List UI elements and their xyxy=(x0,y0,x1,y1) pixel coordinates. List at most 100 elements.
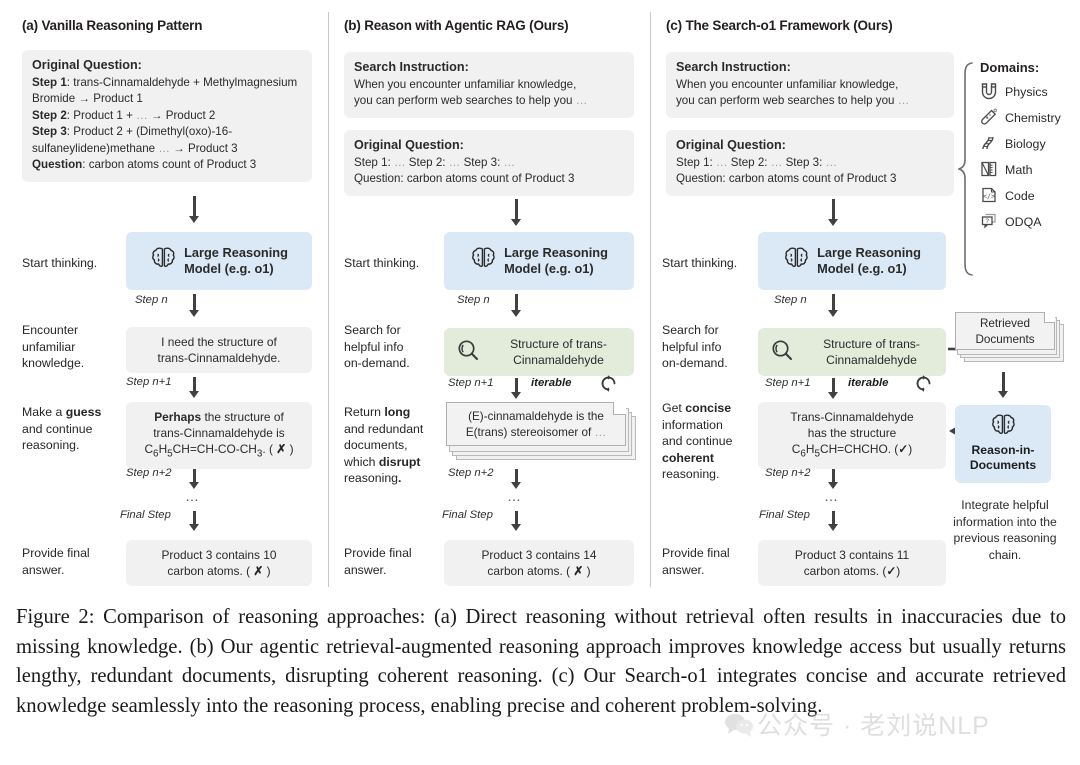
search-instruction-body-b: When you encounter unfamiliar knowledge,… xyxy=(354,77,588,108)
search-instruction-box-b: Search Instruction: When you encounter u… xyxy=(344,52,634,118)
search-instruction-box-c: Search Instruction: When you encounter u… xyxy=(666,52,954,118)
original-question-box-b: Original Question: Step 1: … Step 2: … S… xyxy=(344,130,634,196)
column-a-title: (a) Vanilla Reasoning Pattern xyxy=(22,18,203,33)
flask-icon xyxy=(980,108,998,129)
column-search-o1: (c) The Search-o1 Framework (Ours) Searc… xyxy=(662,0,970,600)
step-label-n-b: Step n xyxy=(457,294,490,306)
column-c-title: (c) The Search-o1 Framework (Ours) xyxy=(666,18,893,33)
step-label-n2-b: Step n+2 xyxy=(448,467,494,479)
step-label-final-a: Final Step xyxy=(120,509,171,521)
question-step-1-a: Step 1: trans-Cinnamaldehyde + Methylmag… xyxy=(32,75,298,106)
ruler-icon xyxy=(980,160,998,181)
reason-in-documents-label: Reason-in-Documents xyxy=(969,443,1037,472)
original-question-box-a: Original Question: Step 1: trans-Cinnama… xyxy=(22,50,312,182)
step-label-final-b: Final Step xyxy=(442,509,493,521)
domains-panel: Domains: Physics Ch xyxy=(956,60,1076,276)
column-divider-2 xyxy=(650,12,651,587)
step-label-n-c: Step n xyxy=(774,294,807,306)
iterable-label-c: iterable xyxy=(848,377,889,389)
question-step-2-a: Step 2: Product 1 + … → Product 2 xyxy=(32,108,216,122)
search-icon xyxy=(770,338,794,366)
search-instruction-body-c: When you encounter unfamiliar knowledge,… xyxy=(676,77,910,108)
question-steps-b: Step 1: … Step 2: … Step 3: … xyxy=(354,155,516,169)
step-label-n1-c: Step n+1 xyxy=(765,377,811,389)
ellipsis-c: … xyxy=(824,488,840,504)
domain-item-code: </> Code xyxy=(980,183,1076,209)
question-steps-c: Step 1: … Step 2: … Step 3: … xyxy=(676,155,838,169)
domain-item-odqa: ? ODQA xyxy=(980,209,1076,235)
ellipsis-b: … xyxy=(507,488,523,504)
question-bubble-icon: ? xyxy=(980,212,998,233)
caption-start-thinking-c: Start thinking. xyxy=(662,256,738,270)
original-question-header-c: Original Question: xyxy=(676,138,786,152)
search-instruction-header-c: Search Instruction: xyxy=(676,60,791,74)
iterable-label-b: iterable xyxy=(531,377,572,389)
brain-icon xyxy=(959,413,1047,443)
domain-item-biology: Biology xyxy=(980,131,1076,157)
search-icon xyxy=(456,338,480,366)
curly-brace-icon xyxy=(956,62,974,276)
domain-label-odqa: ODQA xyxy=(1005,215,1042,229)
search-instruction-header-b: Search Instruction: xyxy=(354,60,469,74)
dna-icon xyxy=(980,134,998,155)
refresh-cycle-icon xyxy=(599,374,618,398)
question-step-3-a: Step 3: Product 2 + (Dimethyl(oxo)-16-su… xyxy=(32,125,238,155)
domain-label-code: Code xyxy=(1005,189,1035,203)
brain-icon xyxy=(783,246,810,276)
domain-item-math: Math xyxy=(980,157,1076,183)
domain-item-chemistry: Chemistry xyxy=(980,105,1076,131)
svg-text:?: ? xyxy=(985,217,989,224)
original-question-header-b: Original Question: xyxy=(354,138,464,152)
step-label-n2-c: Step n+2 xyxy=(765,467,811,479)
domain-label-biology: Biology xyxy=(1005,137,1046,151)
search-query-box-b: Structure of trans-Cinnamaldehyde xyxy=(444,328,634,376)
step-label-n1-b: Step n+1 xyxy=(448,377,494,389)
domain-label-chemistry: Chemistry xyxy=(1005,111,1061,125)
question-ask-b: Question: carbon atoms count of Product … xyxy=(354,172,575,185)
step-label-n2-a: Step n+2 xyxy=(126,467,172,479)
column-b-title: (b) Reason with Agentic RAG (Ours) xyxy=(344,18,569,33)
caption-start-thinking-a: Start thinking. xyxy=(22,256,98,270)
original-question-header-a: Original Question: xyxy=(32,58,142,72)
domains-title: Domains: xyxy=(980,60,1040,75)
reason-in-documents-box: Reason-in-Documents xyxy=(955,405,1051,483)
refresh-cycle-icon xyxy=(914,374,933,398)
domain-item-physics: Physics xyxy=(980,79,1076,105)
column-vanilla-reasoning: (a) Vanilla Reasoning Pattern Original Q… xyxy=(18,0,318,600)
brain-icon xyxy=(470,246,497,276)
figure-2-diagram: (a) Vanilla Reasoning Pattern Original Q… xyxy=(18,0,1077,600)
search-query-box-c: Structure of trans-Cinnamaldehyde xyxy=(758,328,946,376)
column-agentic-rag: (b) Reason with Agentic RAG (Ours) Searc… xyxy=(340,0,640,600)
question-ask-c: Question: carbon atoms count of Product … xyxy=(676,172,897,185)
figure-caption: Figure 2: Comparison of reasoning approa… xyxy=(16,606,1066,717)
svg-text:</>: </> xyxy=(983,192,995,200)
code-file-icon: </> xyxy=(980,186,998,207)
step-label-final-c: Final Step xyxy=(759,509,810,521)
brain-icon xyxy=(150,246,177,276)
search-query-text-c: Structure of trans-Cinnamaldehyde xyxy=(823,337,920,367)
domain-label-math: Math xyxy=(1005,163,1033,177)
ellipsis-a: … xyxy=(185,488,201,504)
